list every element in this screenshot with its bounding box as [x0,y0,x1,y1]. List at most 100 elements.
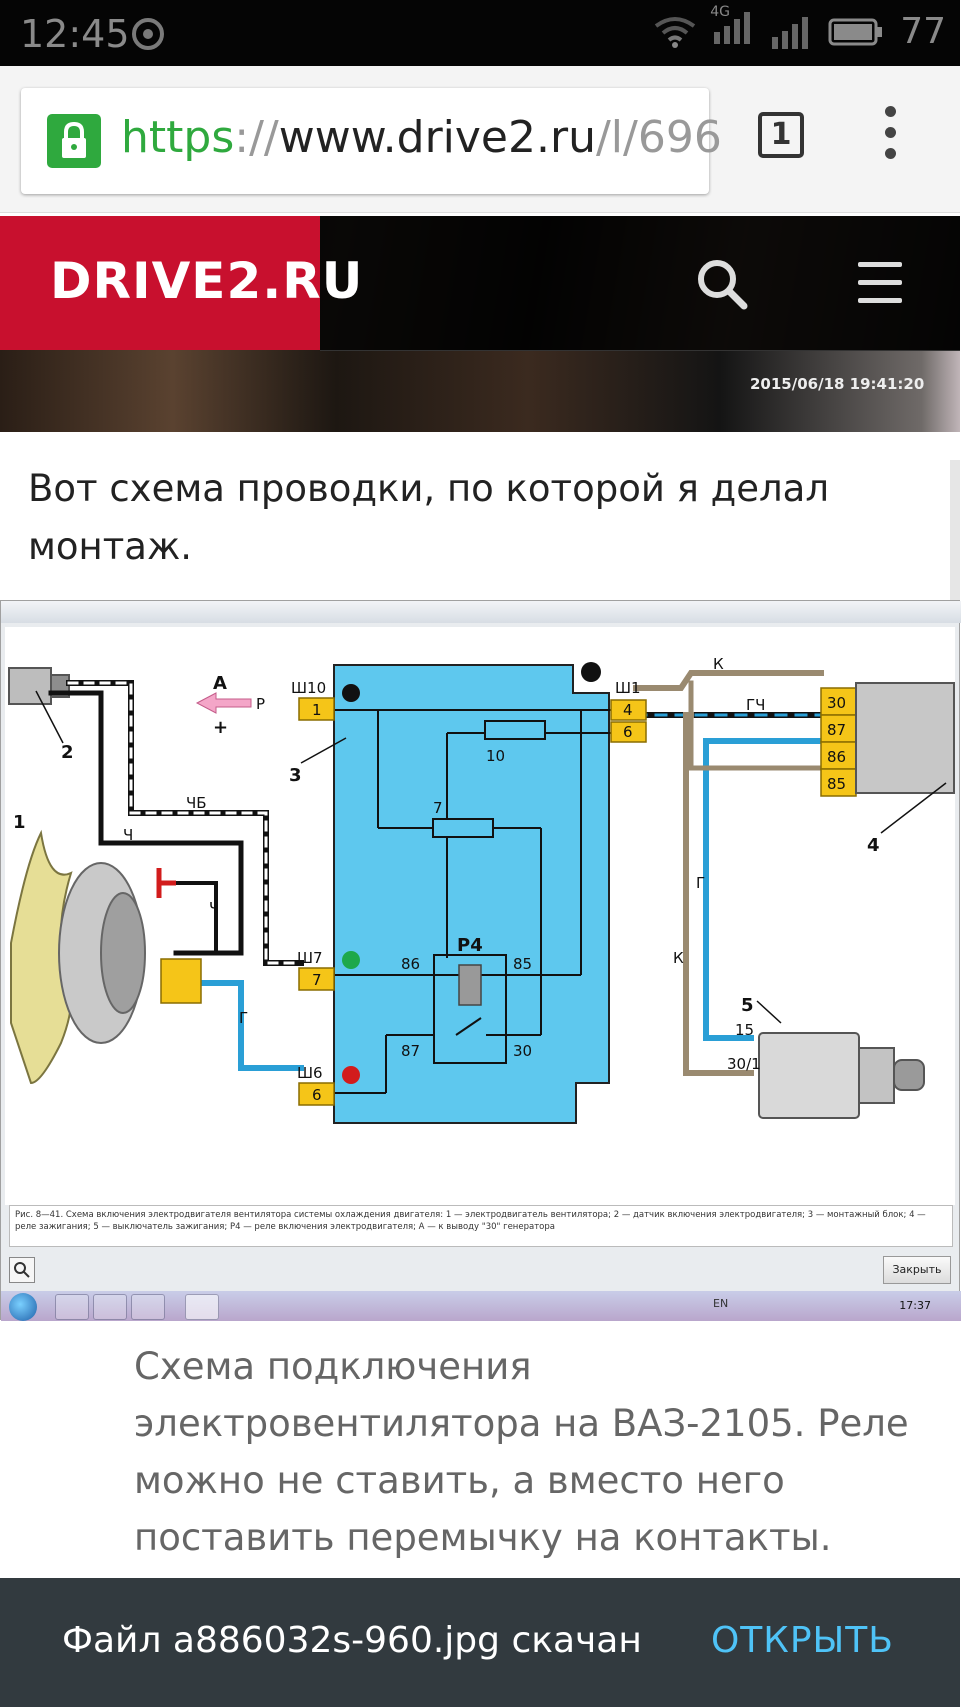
status-bar: 12:45 4G 77 [0,0,960,66]
red-dot [342,1066,360,1084]
pin-6a: 6 [623,723,633,741]
ignition-relay [855,682,955,794]
status-time: 12:45 [20,12,130,56]
label-sh6: Ш6 [297,1064,323,1082]
battery-icon [828,18,883,45]
image-caption: Схема подключения электровентилятора на … [134,1345,909,1559]
hamburger-menu-icon[interactable] [858,262,902,316]
tab-switcher-button[interactable]: 1 [758,112,804,158]
relay-pin-86: 86 [401,955,420,973]
fan-motor [10,829,146,1085]
post-paragraph: Вот схема проводки, по которой я делал м… [28,467,829,568]
windows-start-icon[interactable] [9,1293,37,1321]
wiring-diagram: 1 2 3 4 5 A + Р4 Р Ш10 Ш1 Ш7 Ш6 1 4 6 7 … [5,627,955,1205]
green-dot [342,951,360,969]
wire-k-2: К [673,949,684,967]
url-host: www.drive2.ru [278,112,596,163]
url-separator: :// [234,112,279,163]
zoom-button[interactable] [9,1257,35,1283]
switch-30-1: 30/1 [727,1055,761,1073]
site-logo-text: DRIVE2.RU [50,252,364,310]
label-sh10: Ш10 [291,679,326,697]
lock-icon[interactable] [47,114,101,168]
taskbar-viewer-icon[interactable] [185,1294,219,1320]
url-scheme: https [121,112,235,163]
terminal-30: 30 [827,694,846,712]
block-internal-wiring [334,709,611,1094]
relay-pin-85: 85 [513,955,532,973]
snackbar-open-button[interactable]: ОТКРЫТЬ [710,1620,894,1661]
wire-g-1: Г [696,874,705,892]
wifi-icon [655,16,696,48]
label-plus: + [213,717,228,738]
fuse-10-label: 10 [486,747,505,765]
taskbar-explorer-icon[interactable] [55,1294,89,1320]
snackbar-message: Файл a886032s-960.jpg скачан [62,1620,642,1661]
arrow-a-icon [195,692,252,714]
viewer-titlebar [1,601,961,623]
black-dot-2 [581,662,601,682]
fuse-10 [484,720,546,740]
label-leader-2 [35,690,64,744]
label-3: 3 [289,765,302,786]
label-p: Р [256,695,265,713]
battery-level: 77 [900,11,946,52]
download-snackbar: Файл a886032s-960.jpg скачан ОТКРЫТЬ [0,1578,960,1707]
url-text[interactable]: https://www.drive2.ru/l/696 [121,112,722,163]
taskbar-media-icon[interactable] [93,1294,127,1320]
windows-taskbar: EN 17:37 [1,1291,961,1321]
ignition-switch [758,1032,925,1119]
pin-1: 1 [312,701,322,719]
site-logo[interactable]: DRIVE2.RU [0,216,362,350]
black-dot-1 [342,684,360,702]
wire-ch-1: Ч [123,826,133,844]
taskbar-clock[interactable]: 17:37 [899,1299,931,1312]
wire-chb: ЧБ [186,794,207,812]
label-5: 5 [741,995,754,1016]
label-leader-4 [880,782,947,834]
taskbar-chrome-icon[interactable] [131,1294,165,1320]
label-leader-5 [756,1000,782,1024]
magnifier-icon [14,1262,30,1278]
relay-coil [458,964,482,1006]
diagram-wires [48,670,824,1076]
relay-label: Р4 [457,935,483,956]
diagram-caption: Рис. 8—41. Схема включения электродвигат… [9,1205,953,1247]
header-nav-bar [320,216,960,351]
fuse-7 [432,818,494,838]
label-a: A [213,673,227,694]
relay-pin-87: 87 [401,1042,420,1060]
label-4: 4 [867,835,880,856]
photo-timestamp: 2015/06/18 19:41:20 [750,375,925,393]
relay-pin-30: 30 [513,1042,532,1060]
wire-k-1: К [713,655,724,673]
browser-toolbar: https://www.drive2.ru/l/696 1 [0,66,960,213]
wire-gch: ГЧ [746,696,765,714]
switch-15: 15 [735,1021,754,1039]
terminal-87: 87 [827,721,846,739]
taskbar-language[interactable]: EN [713,1297,729,1310]
overflow-menu-icon[interactable] [880,106,900,168]
wiring-diagram-image[interactable]: 1 2 3 4 5 A + Р4 Р Ш10 Ш1 Ш7 Ш6 1 4 6 7 … [0,600,961,1321]
header-photo [0,350,960,432]
chrome-notification-icon [132,18,164,50]
terminal-86: 86 [827,748,846,766]
label-sh7: Ш7 [297,949,323,967]
pin-4: 4 [623,701,633,719]
label-leader-3 [300,737,347,764]
pin-6b: 6 [312,1086,322,1104]
connectors [160,687,857,1106]
scrollbar[interactable] [950,460,960,600]
diagram-close-button[interactable]: Закрыть [883,1256,951,1284]
label-sh1: Ш1 [615,679,641,697]
terminal-85: 85 [827,775,846,793]
pin-7: 7 [312,971,322,989]
ground-symbol [156,868,176,898]
signal-4g-icon: 4G [710,4,754,53]
search-icon[interactable] [694,256,750,312]
wire-ch-2: Ч [209,899,219,917]
url-path: /l/696 [595,112,722,163]
url-field[interactable]: https://www.drive2.ru/l/696 [21,88,722,194]
site-header: DRIVE2.RU [0,216,960,432]
label-1: 1 [13,812,26,833]
